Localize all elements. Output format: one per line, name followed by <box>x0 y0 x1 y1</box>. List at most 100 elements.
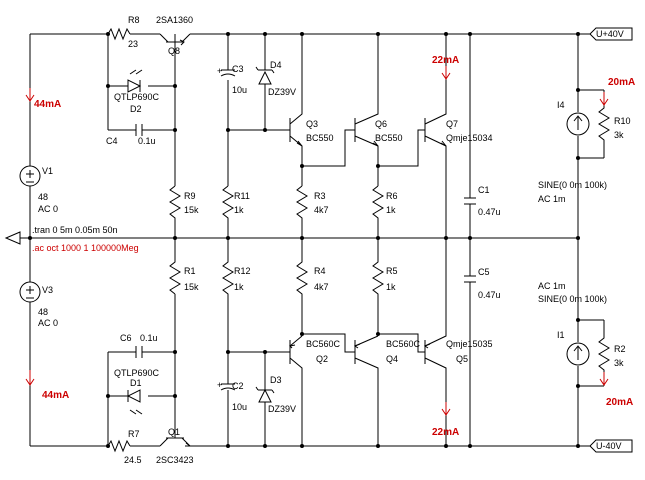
q7-part: Qmje15034 <box>446 133 493 143</box>
current-arrow-q7: 22mA <box>432 55 459 80</box>
r10-ref: R10 <box>614 116 631 126</box>
r1-value: 15k <box>184 282 199 292</box>
r5-resistor: R5 1k <box>372 238 398 334</box>
c3-capacitor: + C3 10u <box>217 34 247 186</box>
r2-resistor: R2 3k <box>598 320 626 386</box>
current-r10: 20mA <box>608 77 635 88</box>
d2-ref: D2 <box>130 104 142 114</box>
r2-ref: R2 <box>614 344 626 354</box>
r11-ref: R11 <box>234 191 250 201</box>
d1-ref: D1 <box>130 378 142 388</box>
r12-value: 1k <box>234 282 244 292</box>
q4-part: BC560C <box>386 339 421 349</box>
v3-ac: AC 0 <box>38 318 58 328</box>
r1-ref: R1 <box>184 266 196 276</box>
d2-part: QTLP690C <box>114 92 160 102</box>
current-r2: 20mA <box>606 397 633 408</box>
d1-part: QTLP690C <box>114 368 160 378</box>
q5-part: Qmje15035 <box>446 339 493 349</box>
q3-transistor: Q3 BC550 <box>285 34 334 186</box>
q3-q6-link <box>302 129 355 167</box>
i1-ac: AC 1m <box>538 281 566 291</box>
c2-capacitor: + C2 10u <box>217 380 247 446</box>
c2-ref: C2 <box>232 381 244 391</box>
q6-q7-link <box>378 129 425 167</box>
ground-rail <box>4 231 578 245</box>
c3-ref: C3 <box>232 64 244 74</box>
d3-zener: D3 DZ39V <box>255 352 296 446</box>
q5-ref: Q5 <box>456 354 468 364</box>
r7-value: 24.5 <box>124 455 142 465</box>
c6-ref: C6 <box>120 333 132 343</box>
r5-ref: R5 <box>386 266 398 276</box>
c4-value: 0.1u <box>138 136 156 146</box>
r12-resistor: R12 1k <box>222 238 251 384</box>
q1-ref: Q1 <box>168 427 180 437</box>
r1-resistor: R1 15k <box>169 238 199 295</box>
r9-ref: R9 <box>184 191 196 201</box>
r10-resistor: R10 3k <box>598 90 631 158</box>
q4-ref: Q4 <box>386 354 398 364</box>
r7-ref: R7 <box>128 429 140 439</box>
d4-part: DZ39V <box>268 87 296 97</box>
q3-part: BC550 <box>306 133 334 143</box>
r5-value: 1k <box>386 282 396 292</box>
r2-value: 3k <box>614 358 624 368</box>
upos-label: U+40V <box>596 29 624 39</box>
i1-ref: I1 <box>557 330 565 340</box>
c1-value: 0.47u <box>478 207 501 217</box>
i4-sine: SINE(0 0m 100k) <box>538 180 607 190</box>
r3-value: 4k7 <box>314 205 329 215</box>
r3-resistor: R3 4k7 <box>296 185 329 238</box>
r4-resistor: R4 4k7 <box>296 238 329 334</box>
r8-resistor: R8 23 <box>107 15 140 49</box>
r6-value: 1k <box>386 205 396 215</box>
c5-capacitor: C5 0.47u <box>464 238 501 446</box>
c6-value: 0.1u <box>140 333 158 343</box>
r11-resistor: R11 1k <box>222 185 250 238</box>
q6-part: BC550 <box>375 133 403 143</box>
upos-terminal: U+40V <box>578 27 633 41</box>
c5-value: 0.47u <box>478 290 501 300</box>
v1-ref: V1 <box>42 166 53 176</box>
r6-resistor: R6 1k <box>372 185 398 238</box>
q4-q5-link <box>378 333 425 353</box>
q1-transistor: Q1 2SC3423 <box>156 420 194 465</box>
d4-zener: D4 DZ39V <box>255 34 296 130</box>
q8-ref: Q8 <box>168 46 180 56</box>
r4-ref: R4 <box>314 266 326 276</box>
q3-ref: Q3 <box>306 119 318 129</box>
d1-led: QTLP690C D1 <box>107 352 175 446</box>
c1-capacitor: C1 0.47u <box>464 34 501 238</box>
current-arrow-r10: 20mA <box>599 77 635 106</box>
q7-transistor: Q7 Qmje15034 <box>424 34 493 238</box>
c4-ref: C4 <box>106 136 118 146</box>
current-left-top: 44mA <box>34 99 61 110</box>
q2-transistor: BC560C Q2 <box>285 335 341 446</box>
q8-part: 2SA1360 <box>156 15 193 25</box>
current-arrow-left-top: 44mA <box>25 88 61 110</box>
c6-capacitor: C6 0.1u <box>108 333 175 358</box>
r9-resistor: R9 15k <box>169 185 199 238</box>
r7-resistor: R7 24.5 <box>107 429 142 465</box>
d4-ref: D4 <box>270 60 282 70</box>
i4-ref: I4 <box>557 100 565 110</box>
c1-ref: C1 <box>478 185 490 195</box>
current-q7: 22mA <box>432 55 459 66</box>
uneg-terminal: U-40V <box>578 439 633 453</box>
v1-value: 48 <box>38 192 48 202</box>
r11-value: 1k <box>234 205 244 215</box>
c3-plus: + <box>217 66 222 76</box>
q6-transistor: Q6 BC550 <box>354 34 403 186</box>
i1-source: I1 AC 1m SINE(0 0m 100k) <box>538 281 607 446</box>
junction-dots <box>28 32 580 448</box>
i1-sine: SINE(0 0m 100k) <box>538 294 607 304</box>
tran-directive: .tran 0 5m 0.05m 50n <box>32 225 118 235</box>
r8-ref: R8 <box>128 15 140 25</box>
current-q5: 22mA <box>432 427 459 438</box>
q2-ref: Q2 <box>316 354 328 364</box>
current-arrow-r2: 20mA <box>599 372 633 408</box>
v1-source: V1 48 AC 0 <box>19 34 58 238</box>
c5-ref: C5 <box>478 267 490 277</box>
